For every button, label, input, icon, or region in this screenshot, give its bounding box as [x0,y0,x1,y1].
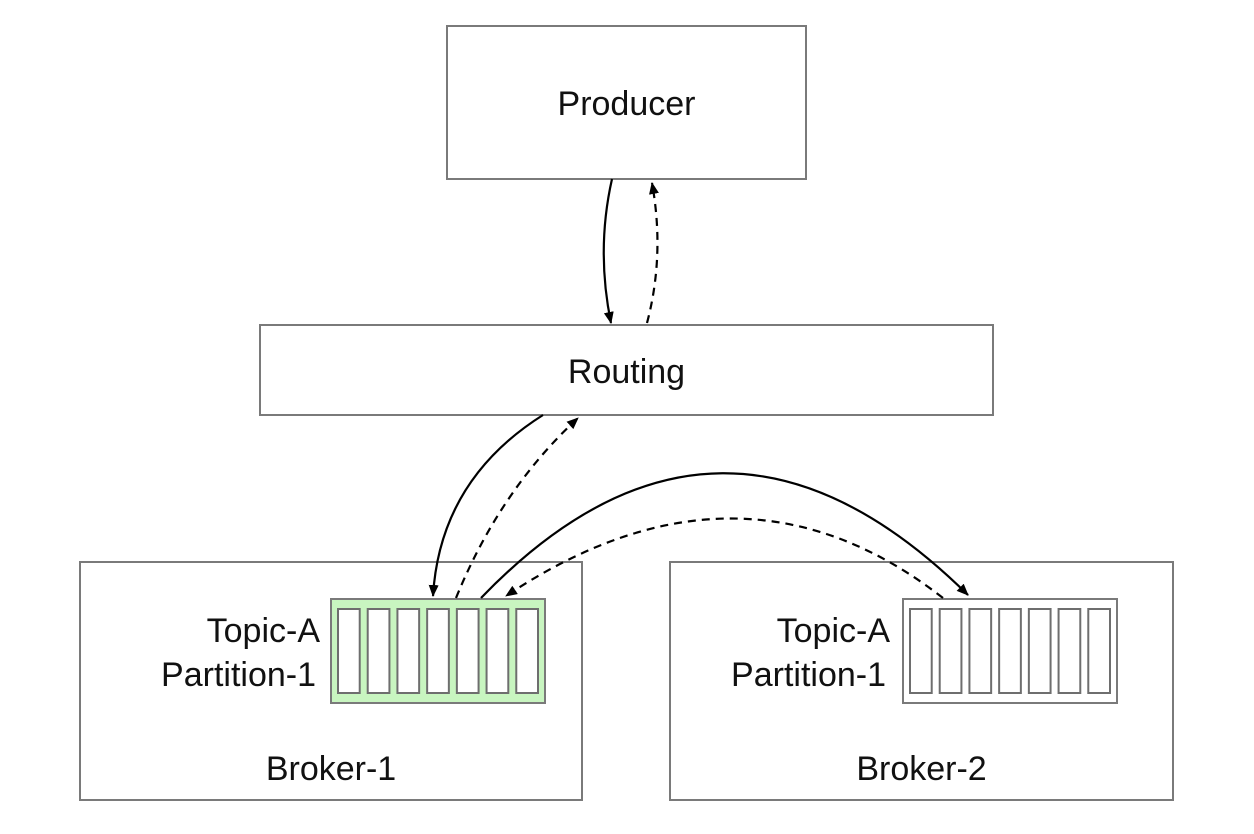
routing-to-broker-1-arrow [428,414,544,597]
partition-slot [998,608,1022,694]
partition-slot [1057,608,1082,694]
broker-2-partition-name-label: Partition-1 [731,656,886,694]
broker-1-partition-name-label: Partition-1 [161,656,316,694]
broker-1-to-routing-arrow [454,417,579,599]
broker-1-node: Topic-A Partition-1 Broker-1 [79,561,583,801]
partition-slot [515,608,539,694]
broker-1-label: Broker-1 [266,750,396,788]
routing-node: Routing [259,324,994,416]
partition-slot [485,608,510,694]
partition-slot [1027,608,1052,694]
partition-slot [396,608,421,694]
routing-label: Routing [568,353,685,391]
partition-slot [366,608,391,694]
routing-to-producer-arrow [645,182,659,324]
producer-label: Producer [558,85,696,123]
partition-slot [968,608,993,694]
producer-to-routing-arrow [602,178,614,324]
broker-1-to-broker-2-arrow [480,472,969,599]
broker-2-partition [902,598,1118,704]
routing-box [259,324,994,416]
partition-slot [909,608,933,694]
producer-node: Producer [446,25,807,180]
broker-2-to-broker-1-arrow [505,517,944,599]
broker-2-label: Broker-2 [856,750,986,788]
broker-1-partition-topic-label: Topic-A [207,612,321,650]
producer-box [446,25,807,180]
broker-2-partition-topic-label: Topic-A [777,612,891,650]
partition-slot [337,608,361,694]
broker-1-partition [330,598,546,704]
partition-slot [938,608,963,694]
broker-2-node: Topic-A Partition-1 Broker-2 [669,561,1174,801]
partition-slot [455,608,480,694]
partition-slot [1087,608,1112,694]
partition-slot [426,608,450,694]
